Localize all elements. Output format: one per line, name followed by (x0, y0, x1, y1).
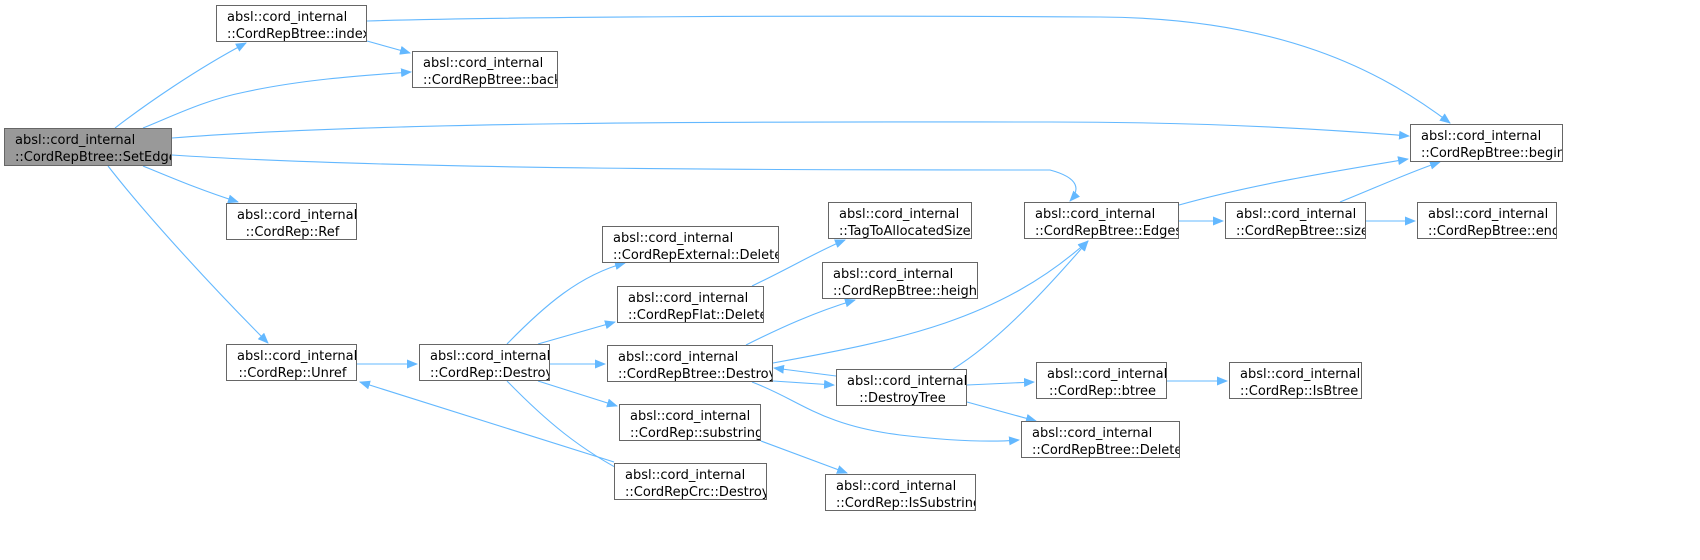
edge-setedge-to-back (142, 68, 412, 129)
node-label-function: ::CordRepCrc::Destroy (625, 485, 767, 500)
node-label-namespace: absl::cord_internal (847, 374, 967, 389)
node-cordrep-isbtree[interactable]: absl::cord_internal ::CordRep::IsBtree (1229, 362, 1362, 399)
edge-edges-to-begin (1178, 156, 1409, 206)
node-label-function: ::CordRepBtree::size (1236, 224, 1366, 239)
edge-destroytree-to-btree (966, 377, 1035, 387)
node-label-function: ::CordRepBtree::SetEdge (15, 150, 172, 165)
edge-index-to-back (366, 40, 411, 55)
node-label-namespace: absl::cord_internal (1047, 367, 1167, 382)
node-label-namespace: absl::cord_internal (1421, 129, 1542, 144)
edge-setedge-to-edges (171, 154, 1081, 202)
node-cordrepbtree-end[interactable]: absl::cord_internal ::CordRepBtree::end (1417, 202, 1557, 239)
edge-substring-to-issubstring (760, 440, 848, 474)
node-label-function: ::CordRep::btree (1048, 384, 1157, 399)
edge-destroy-to-extdel (506, 261, 626, 345)
node-cordrepbtree-destroy[interactable]: absl::cord_internal ::CordRepBtree::Dest… (607, 345, 773, 382)
node-cordrepbtree-index[interactable]: absl::cord_internal ::CordRepBtree::inde… (216, 5, 367, 42)
node-label-function: ::DestroyTree (859, 391, 946, 406)
node-label-function: ::CordRepBtree::Delete (1032, 443, 1180, 458)
node-cordrep-btree[interactable]: absl::cord_internal ::CordRep::btree (1036, 362, 1167, 399)
node-label-namespace: absl::cord_internal (833, 267, 954, 282)
node-label-function: ::CordRep::Destroy (430, 366, 550, 381)
edge-btdestroy-to-destroytree (772, 379, 835, 389)
node-label-function: ::CordRepFlat::Delete (628, 308, 764, 323)
node-label-function: ::CordRep::Unref (238, 366, 347, 381)
node-label-function: ::CordRepBtree::index (227, 27, 367, 42)
node-label-namespace: absl::cord_internal (1428, 207, 1549, 222)
node-cordrepbtree-back[interactable]: absl::cord_internal ::CordRepBtree::back (412, 51, 558, 88)
edge-btdestroy-to-height (745, 298, 856, 346)
edge-btdestroy-to-btdelete (751, 381, 1020, 446)
edge-setedge-to-index (114, 42, 247, 129)
node-label-namespace: absl::cord_internal (613, 231, 734, 246)
node-cordrepbtree-begin[interactable]: absl::cord_internal ::CordRepBtree::begi… (1410, 124, 1563, 162)
node-cordrep-destroy[interactable]: absl::cord_internal ::CordRep::Destroy (419, 344, 550, 381)
node-label-namespace: absl::cord_internal (237, 349, 357, 364)
node-label-function: ::CordRepExternal::Delete (613, 248, 779, 263)
node-label-namespace: absl::cord_internal (227, 10, 348, 25)
edge-size-to-begin (1339, 160, 1441, 203)
node-label-namespace: absl::cord_internal (1236, 207, 1357, 222)
node-label-namespace: absl::cord_internal (1032, 426, 1153, 441)
node-label-function: ::CordRepBtree::end (1428, 224, 1557, 239)
edge-btdestroy-to-edges (772, 240, 1089, 364)
node-cordrep-substring[interactable]: absl::cord_internal ::CordRep::substring (619, 404, 761, 441)
node-label-namespace: absl::cord_internal (1240, 367, 1361, 382)
node-destroytree[interactable]: absl::cord_internal ::DestroyTree (836, 369, 967, 406)
edge-destroytree-to-btdelete (966, 401, 1037, 423)
node-label-namespace: absl::cord_internal (423, 56, 544, 71)
node-label-function: ::CordRep::Ref (245, 225, 340, 240)
edge-setedge-to-ref (142, 165, 239, 204)
edge-destroytree-to-btdestroy (773, 364, 837, 377)
edge-destroy-to-crcdestroy (506, 380, 631, 476)
node-cordrepbtree-delete[interactable]: absl::cord_internal ::CordRepBtree::Dele… (1021, 421, 1180, 458)
node-cordrepflat-delete[interactable]: absl::cord_internal ::CordRepFlat::Delet… (617, 286, 764, 323)
node-label-function: ::CordRepBtree::Edges (1035, 224, 1179, 239)
node-label-namespace: absl::cord_internal (618, 350, 739, 365)
node-cordrepexternal-delete[interactable]: absl::cord_internal ::CordRepExternal::D… (602, 226, 779, 263)
node-label-namespace: absl::cord_internal (625, 468, 746, 483)
node-label-namespace: absl::cord_internal (836, 479, 957, 494)
node-label-namespace: absl::cord_internal (430, 349, 550, 364)
node-label-function: ::CordRep::IsBtree (1240, 384, 1359, 399)
node-label-function: ::TagToAllocatedSize (839, 224, 971, 239)
edge-destroy-to-flatdel (537, 320, 616, 345)
node-cordrepbtree-height[interactable]: absl::cord_internal ::CordRepBtree::heig… (822, 262, 978, 299)
edge-crcdestroy-to-unref (359, 380, 615, 463)
node-label-namespace: absl::cord_internal (237, 208, 357, 223)
node-cordrepbtree-setedge[interactable]: absl::cord_internal ::CordRepBtree::SetE… (4, 128, 172, 166)
node-cordrepbtree-edges[interactable]: absl::cord_internal ::CordRepBtree::Edge… (1024, 202, 1179, 239)
node-cordrep-ref[interactable]: absl::cord_internal ::CordRep::Ref (226, 203, 357, 240)
edge-flatdel-to-tagalloc (751, 239, 846, 287)
node-label-function: ::CordRep::IsSubstring (836, 496, 976, 511)
node-cordrepcrc-destroy[interactable]: absl::cord_internal ::CordRepCrc::Destro… (614, 463, 767, 500)
node-label-function: ::CordRepBtree::back (423, 73, 558, 88)
node-cordrepbtree-size[interactable]: absl::cord_internal ::CordRepBtree::size (1225, 202, 1366, 239)
node-label-namespace: absl::cord_internal (628, 291, 749, 306)
edge-index-to-begin (366, 15, 1451, 124)
node-label-namespace: absl::cord_internal (1035, 207, 1156, 222)
node-label-function: ::CordRep::substring (630, 426, 761, 441)
node-cordrep-unref[interactable]: absl::cord_internal ::CordRep::Unref (226, 344, 357, 381)
edge-destroytree-to-edges (952, 240, 1089, 370)
node-cordrep-issubstring[interactable]: absl::cord_internal ::CordRep::IsSubstri… (825, 474, 976, 511)
node-label-namespace: absl::cord_internal (630, 409, 751, 424)
node-label-function: ::CordRepBtree::Destroy (618, 367, 773, 382)
edge-setedge-to-unref (107, 165, 269, 344)
edge-setedge-to-begin (171, 121, 1410, 140)
node-tagtoallocatedsize[interactable]: absl::cord_internal ::TagToAllocatedSize (828, 202, 972, 239)
node-label-namespace: absl::cord_internal (839, 207, 960, 222)
node-label-function: ::CordRepBtree::height (833, 284, 978, 299)
node-label-namespace: absl::cord_internal (15, 133, 136, 148)
edge-destroy-to-substring (537, 380, 618, 408)
node-label-function: ::CordRepBtree::begin (1421, 146, 1563, 161)
